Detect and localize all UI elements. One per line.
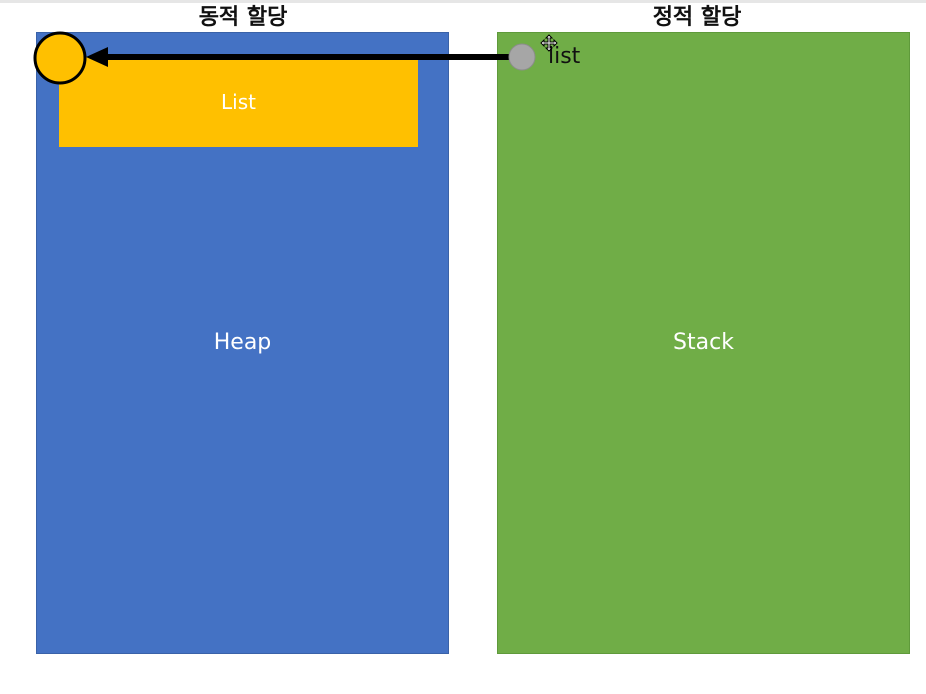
heap-label: Heap <box>213 330 272 355</box>
dynamic-allocation-title: 동적 할당 <box>198 5 288 30</box>
stack-variable-label: list <box>548 44 581 69</box>
stack-label: Stack <box>673 330 734 355</box>
stack-region: Stack <box>497 32 910 654</box>
move-cursor-icon <box>540 34 558 52</box>
list-object-label: List <box>221 90 256 114</box>
list-object-block[interactable]: List <box>59 57 418 147</box>
top-divider <box>0 0 926 3</box>
static-allocation-title: 정적 할당 <box>652 5 742 30</box>
